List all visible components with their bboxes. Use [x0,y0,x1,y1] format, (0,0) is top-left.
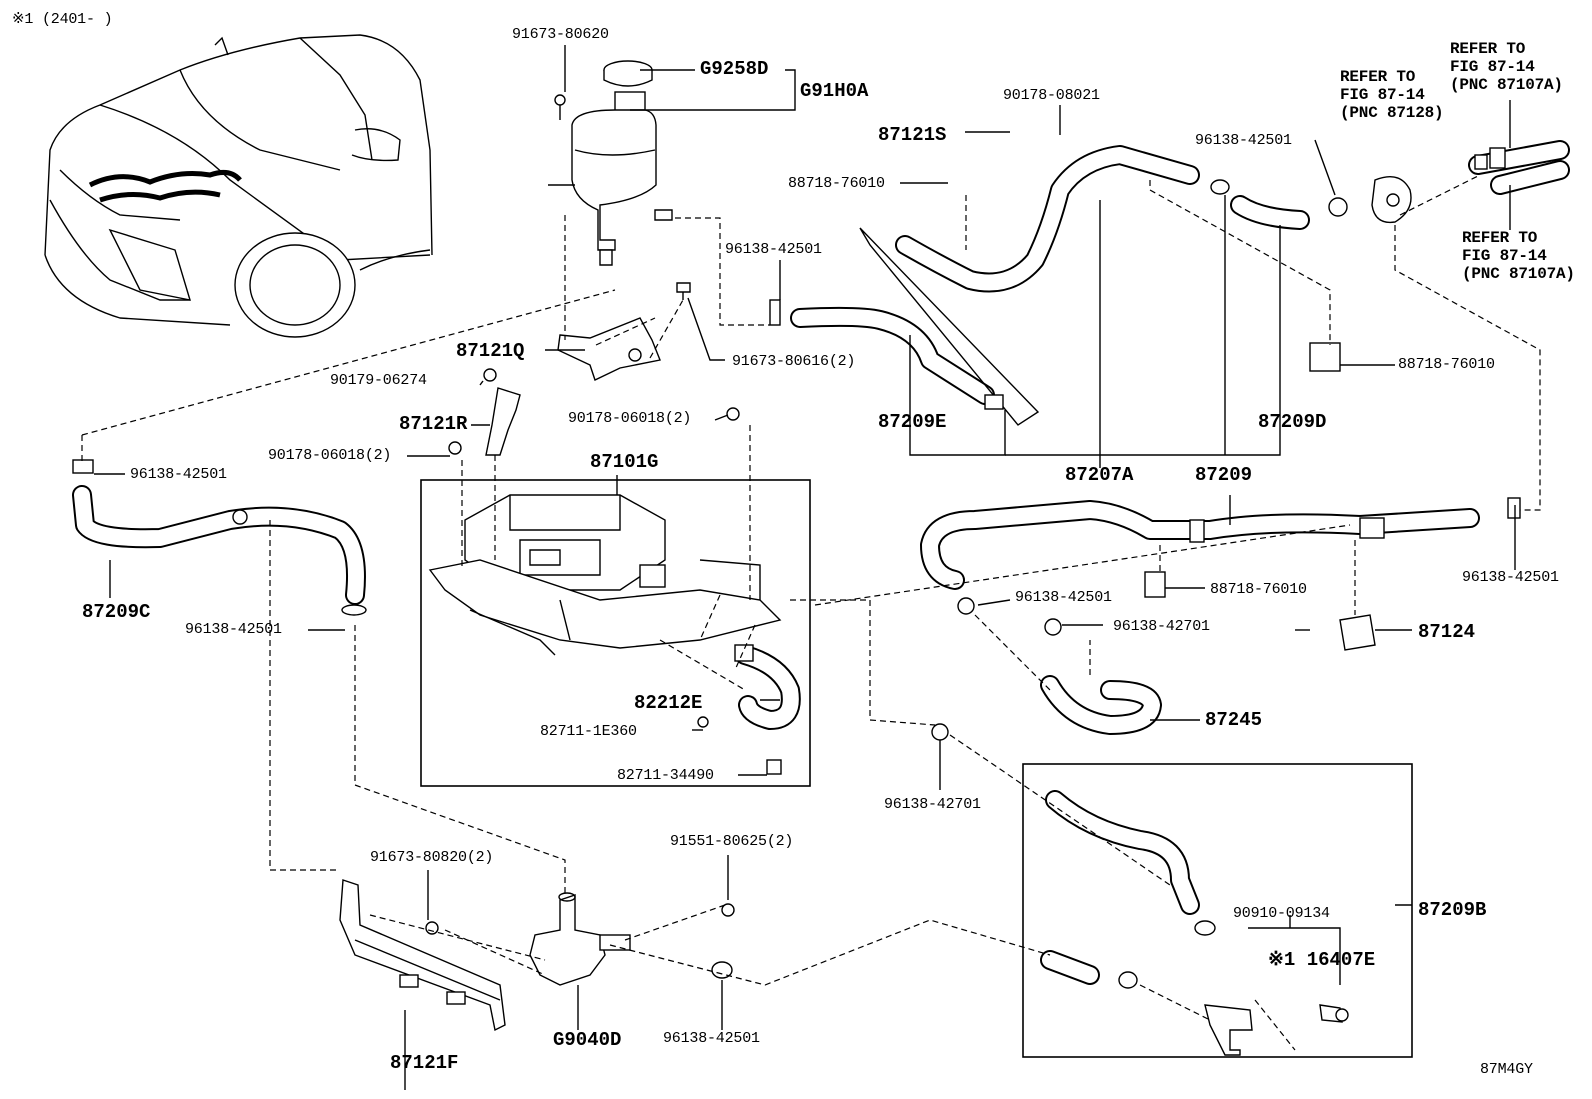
part-label[interactable]: 87209E [878,411,947,433]
part-label[interactable]: 96138-42501 [1462,569,1559,586]
part-label[interactable]: 88718-76010 [1210,581,1307,598]
vehicle-front-illustration [44,34,433,338]
part-label[interactable]: 87209C [82,601,151,623]
hose-assembly-87209b [1022,763,1413,1058]
part-label[interactable]: 87121S [878,124,947,146]
pipe-connectors [1468,140,1570,195]
part-label[interactable]: 82212E [634,692,703,714]
part-label[interactable]: 87209D [1258,411,1327,433]
hose-87209 [920,497,1521,651]
part-label[interactable]: 96138-42701 [884,796,981,813]
part-label[interactable]: 91551-80625(2) [670,833,794,850]
part-label[interactable]: 87101G [590,451,659,473]
part-label[interactable]: 96138-42501 [1015,589,1112,606]
refer-to-note[interactable]: REFER TO FIG 87-14 (PNC 87107A) [1462,229,1575,283]
part-label[interactable]: 91673-80616(2) [732,353,856,370]
part-label[interactable]: 96138-42701 [1113,618,1210,635]
part-label[interactable]: 82711-1E360 [540,723,637,740]
part-label[interactable]: 91673-80820(2) [370,849,494,866]
part-label[interactable]: 87207A [1065,464,1134,486]
part-label[interactable]: 90178-06018(2) [568,410,692,427]
hose-82212e [697,644,801,775]
hose-87207a [859,145,1200,426]
part-label[interactable]: 87209 [1195,464,1253,486]
part-label[interactable]: 96138-42501 [130,466,227,483]
part-label[interactable]: 87209B [1418,899,1487,921]
header-note: ※1 (2401- ) [12,11,113,28]
bracket-87121f [339,879,735,1032]
part-label[interactable]: 91673-80620 [512,26,609,43]
part-label[interactable]: 82711-34490 [617,767,714,784]
part-label[interactable]: G9040D [553,1029,622,1051]
part-label[interactable]: 96138-42501 [1195,132,1292,149]
part-label[interactable]: 90910-09134 [1233,905,1330,922]
part-label[interactable]: 90178-08021 [1003,87,1100,104]
part-label[interactable]: ※1 16407E [1268,949,1376,971]
part-label[interactable]: 87121Q [456,340,525,362]
water-pump-g9040d [529,892,733,986]
refer-to-note[interactable]: REFER TO FIG 87-14 (PNC 87128) [1340,68,1444,122]
part-label[interactable]: 96138-42501 [185,621,282,638]
hose-87209d [1210,176,1412,372]
refer-to-note[interactable]: REFER TO FIG 87-14 (PNC 87107A) [1450,40,1563,94]
part-label[interactable]: G91H0A [800,80,869,102]
part-label[interactable]: 87124 [1418,621,1476,643]
hose-87209e [769,299,995,405]
bracket-87121q [557,282,691,381]
inverter-assembly [420,479,811,787]
part-label[interactable]: 88718-76010 [788,175,885,192]
hose-87245 [931,597,1162,741]
part-label[interactable]: 96138-42501 [663,1030,760,1047]
part-label[interactable]: 96138-42501 [725,241,822,258]
hose-87209c [72,459,367,616]
part-label[interactable]: G9258D [700,58,769,80]
part-label[interactable]: 87121R [399,413,468,435]
figure-code: 87M4GY [1480,1061,1533,1078]
part-label[interactable]: 88718-76010 [1398,356,1495,373]
part-label[interactable]: 90178-06018(2) [268,447,392,464]
part-label[interactable]: 87121F [390,1052,459,1074]
leader-lines [81,45,1541,1090]
part-label[interactable]: 87245 [1205,709,1263,731]
stay-87121r [448,368,740,456]
reservoir-tank [548,60,673,266]
part-label[interactable]: 90179-06274 [330,372,427,389]
